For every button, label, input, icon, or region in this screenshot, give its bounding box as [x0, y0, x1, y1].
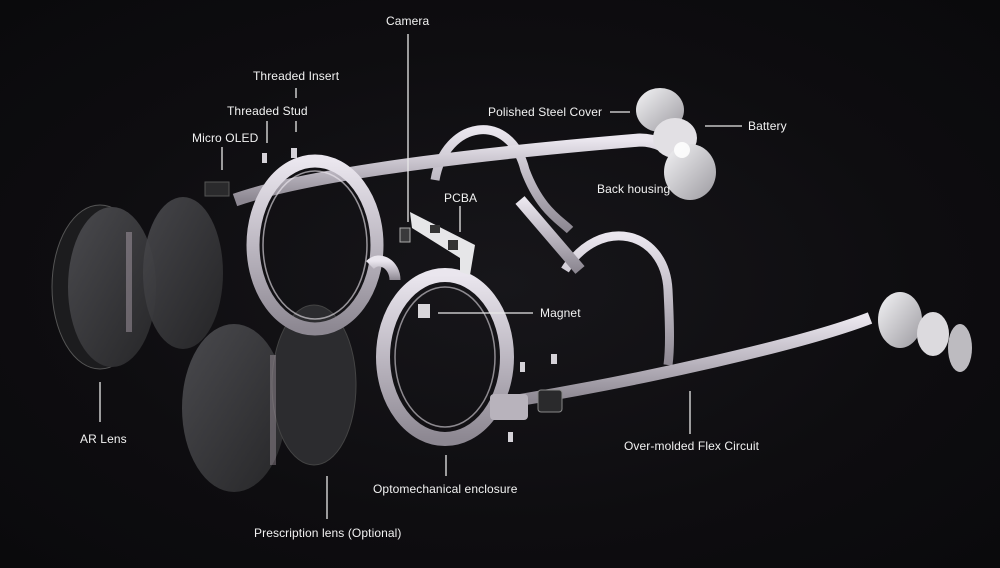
- optomechanical-enclosure-part: [376, 268, 563, 446]
- camera-part: [399, 227, 411, 243]
- label-threaded-stud: Threaded Stud: [227, 104, 308, 118]
- label-magnet: Magnet: [540, 306, 581, 320]
- label-back-housing: Back housing: [597, 182, 671, 196]
- small-screw-part: [520, 362, 525, 372]
- label-micro-oled: Micro OLED: [192, 131, 259, 145]
- small-insert-part: [551, 354, 557, 364]
- ar-lens-part: [51, 197, 223, 370]
- label-camera: Camera: [386, 14, 430, 28]
- label-ar-lens: AR Lens: [80, 432, 127, 446]
- label-pcba: PCBA: [444, 191, 478, 205]
- prescription-lens-part: [182, 304, 357, 492]
- threaded-insert-part: [291, 148, 297, 158]
- threaded-stud-part: [262, 153, 267, 163]
- leader-lines: [99, 34, 742, 519]
- label-prescription-lens: Prescription lens (Optional): [254, 526, 402, 540]
- label-optomechanical-enclosure: Optomechanical enclosure: [373, 482, 518, 496]
- label-battery: Battery: [748, 119, 787, 133]
- micro-oled-part: [204, 181, 230, 197]
- magnet-part: [418, 304, 430, 318]
- label-polished-steel-cover: Polished Steel Cover: [488, 105, 603, 119]
- label-threaded-insert: Threaded Insert: [253, 69, 340, 83]
- battery-assembly-right: [878, 292, 972, 372]
- small-screw-part-2: [508, 432, 513, 442]
- pcba-part: [410, 212, 475, 275]
- battery-assembly-top: [636, 88, 716, 200]
- front-frame-part: [246, 154, 401, 336]
- label-over-molded-flex-circuit: Over-molded Flex Circuit: [624, 439, 760, 453]
- flex-circuit-arm: [519, 312, 873, 406]
